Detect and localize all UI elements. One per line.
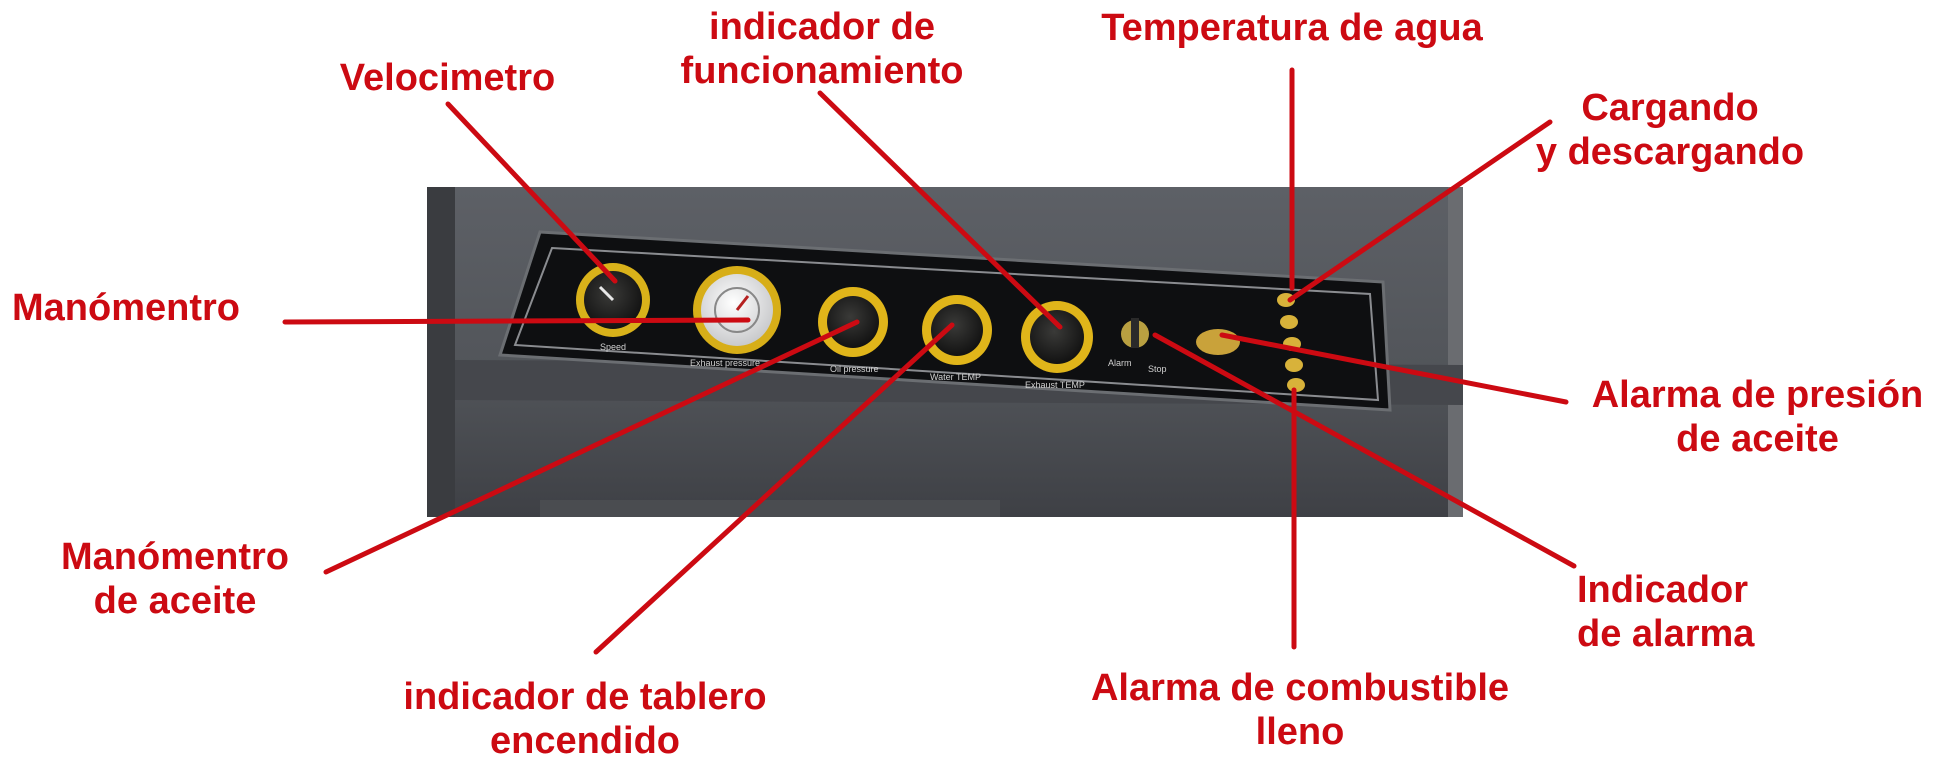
panel-label-water-temp: Water TEMP [930,372,981,382]
indicator-light-stack [1277,293,1305,392]
label-alarma-presion: Alarma de presión de aceite [1573,373,1942,461]
leader-velocimetro [445,101,618,284]
panel-label-exhaust-pressure: Exhaust pressure [690,358,760,368]
leader-manometro [282,317,751,325]
leader-alarma [1152,332,1577,569]
panel-label-exhaust-temp: Exhaust TEMP [1025,380,1085,390]
label-combustible-line1: Alarma de combustible [1090,667,1510,709]
panel-label-oil-pressure: Oil pressure [830,364,879,374]
indicator-light-icon [1285,358,1303,372]
label-velocimetro: Velocimetro [315,56,580,100]
label-velocimetro-line1: Velocimetro [339,57,556,99]
label-tablero-line1: indicador de tablero [403,676,767,718]
speedometer-gauge-icon [576,263,650,337]
label-alarma-line2: de alarma [1577,613,1755,655]
leader-cargando [1287,119,1553,303]
panel-label-stop: Stop [1148,364,1167,374]
label-alarma-line1: Indicador [1577,569,1749,611]
label-manometro-aceite-line2: de aceite [93,580,257,622]
label-manometro-line1: Manómentro [12,287,240,329]
label-funcionamiento-line1: indicador de [709,6,935,48]
leader-funcionamiento [817,90,1063,330]
label-cargando: Cargando y descargando [1520,86,1820,174]
label-funcionamiento-line2: funcionamiento [680,50,964,92]
label-alarma-combustible: Alarma de combustible lleno [1085,666,1515,754]
leader-presion [1219,332,1569,405]
label-tablero-encendido: indicador de tablero encendido [375,675,795,763]
label-combustible-line2: lleno [1255,711,1345,753]
label-manometro: Manómentro [12,286,282,330]
label-temperatura-agua: Temperatura de agua [1082,6,1502,50]
pressure-gauge-icon [693,266,781,354]
water-temp-gauge-icon [922,295,992,365]
alarm-indicator-icon [1196,329,1240,355]
label-presion-line1: Alarma de presión [1591,374,1924,416]
exhaust-temp-gauge-icon [1021,301,1093,373]
label-tablero-line2: encendido [489,720,681,762]
leader-manometro-aceite [323,319,860,575]
label-manometro-aceite-line1: Manómentro [61,536,289,578]
indicator-light-icon [1287,378,1305,392]
key-switch-icon [1121,318,1149,348]
panel-label-speed: Speed [600,342,626,352]
label-indicador-alarma: Indicador de alarma [1577,568,1817,656]
label-cargando-line1: Cargando [1581,87,1759,129]
panel-label-alarm: Alarm [1108,358,1132,368]
indicator-light-icon [1277,293,1295,307]
label-presion-line2: de aceite [1676,418,1839,460]
label-temperatura-line1: Temperatura de agua [1101,7,1483,49]
label-manometro-aceite: Manómentro de aceite [40,535,310,623]
label-indicador-funcionamiento: indicador de funcionamiento [662,5,982,93]
leader-tablero [593,322,955,655]
label-cargando-line2: y descargando [1535,131,1805,173]
indicator-light-icon [1280,315,1298,329]
